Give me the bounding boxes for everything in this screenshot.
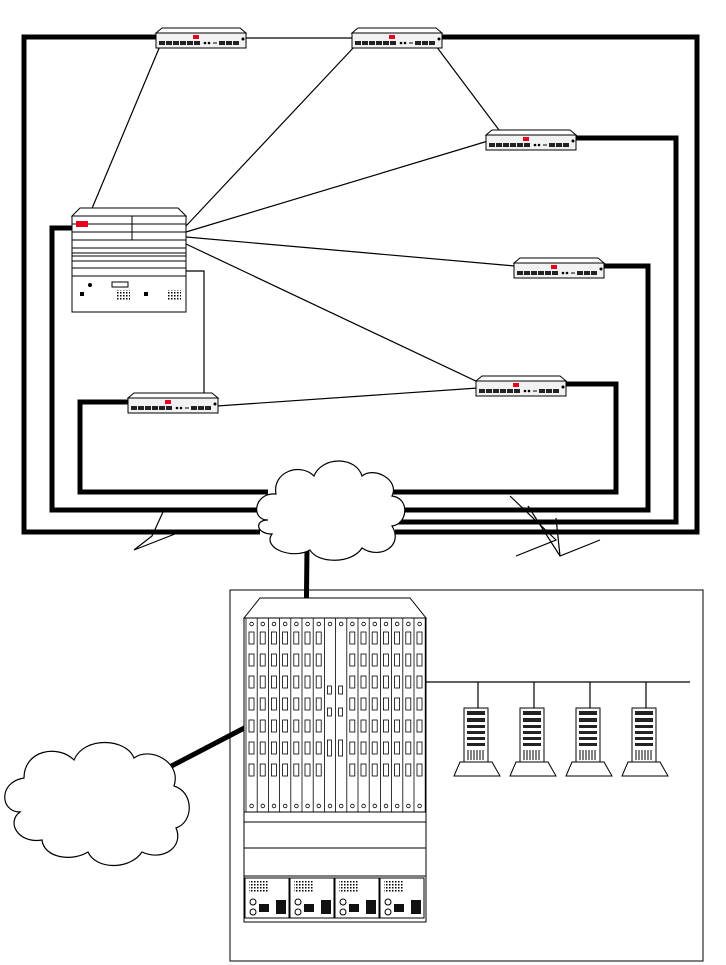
router-right-upper xyxy=(486,130,576,150)
router-top-left xyxy=(156,28,246,48)
link-right-lower-to-cloud xyxy=(392,384,616,492)
link-bottom-left-to-cloud xyxy=(80,402,268,492)
core-switch xyxy=(72,208,186,312)
link-top-loop-right xyxy=(395,37,697,532)
router-right-lower xyxy=(476,376,566,396)
server-1 xyxy=(454,708,500,776)
datacenter-chassis xyxy=(244,598,426,922)
link-right-upper-to-cloud xyxy=(396,138,676,522)
server-2 xyxy=(510,708,556,776)
status-led-icon xyxy=(76,221,88,227)
router-bottom-left xyxy=(128,393,218,413)
server-4 xyxy=(622,708,668,776)
link-external-cloud-to-chassis xyxy=(160,724,252,772)
server-3 xyxy=(566,708,612,776)
router-right-middle xyxy=(514,258,604,278)
router-top-center xyxy=(352,28,442,48)
external-cloud xyxy=(5,743,190,866)
central-cloud xyxy=(257,461,405,560)
